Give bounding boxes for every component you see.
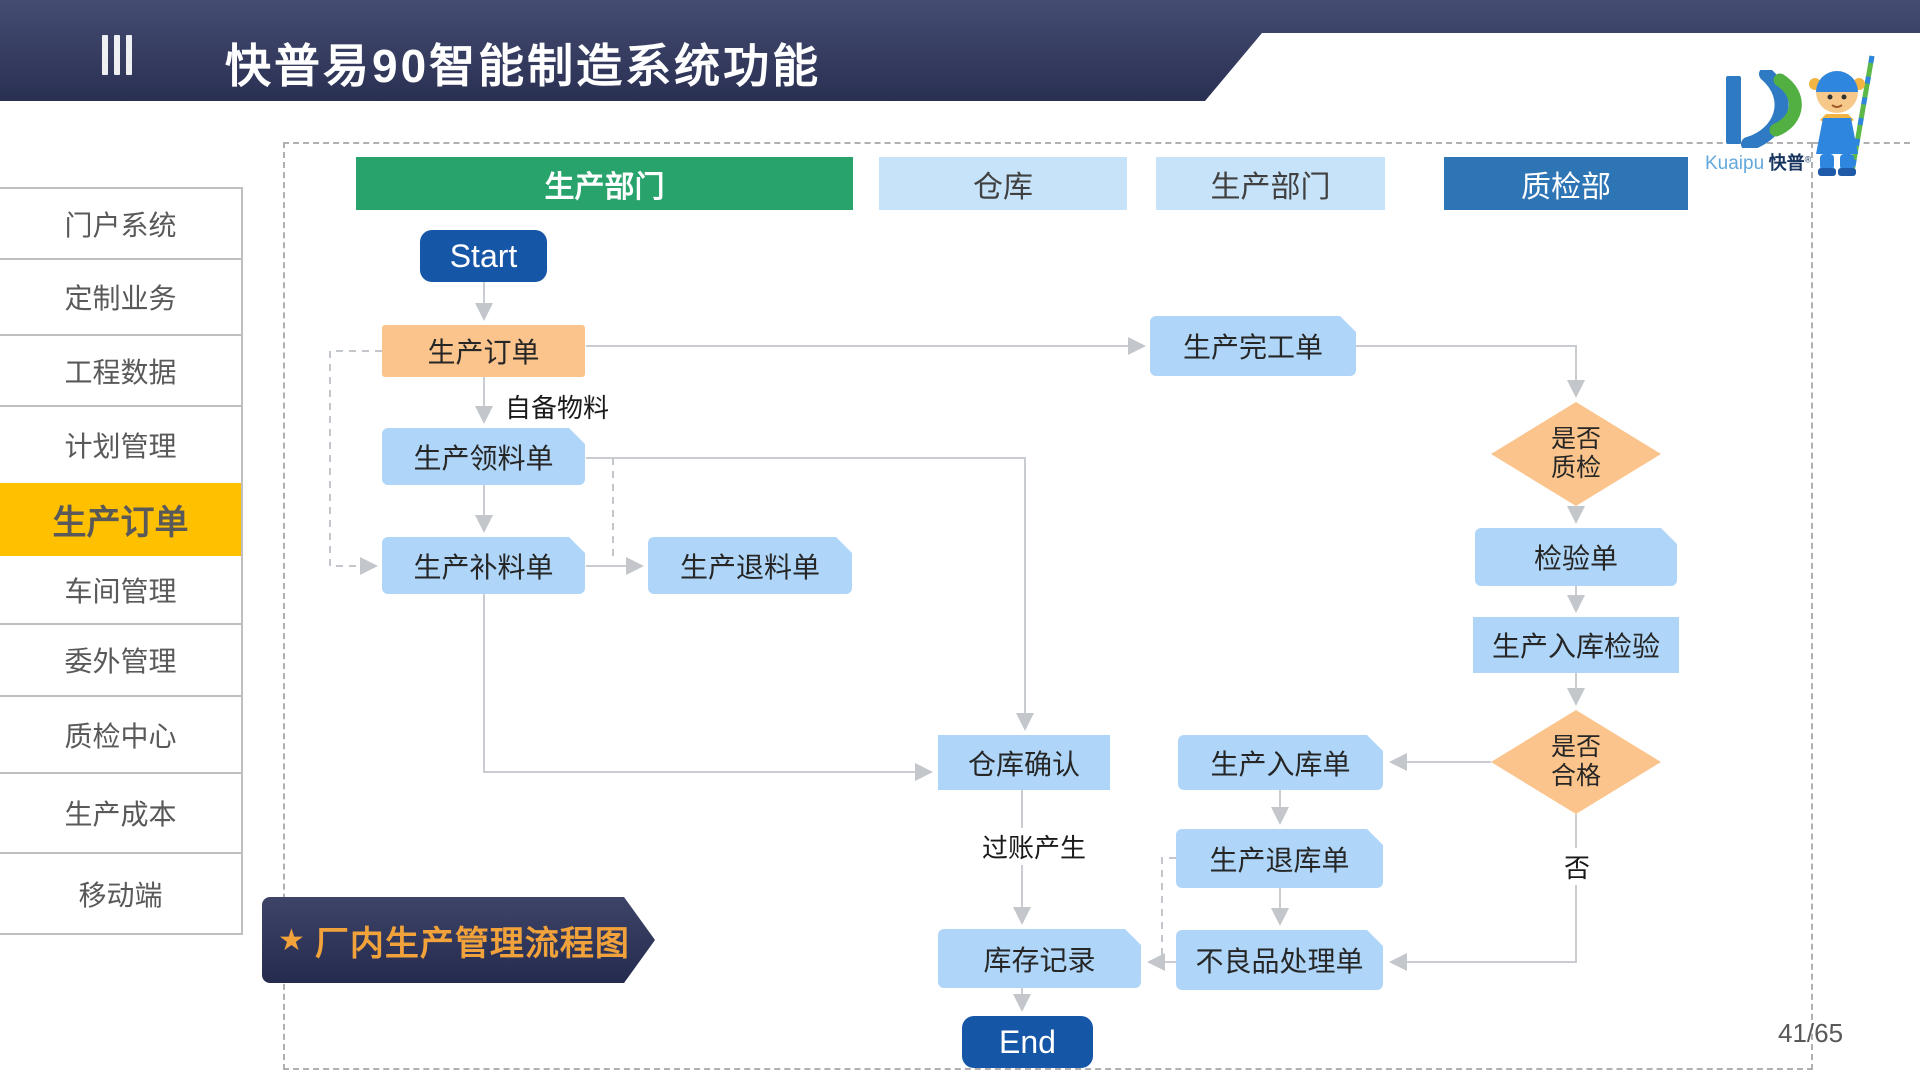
node-inbound-slip: 生产入库单	[1178, 735, 1383, 790]
sidebar-item-planning: 计划管理	[64, 431, 177, 462]
flowchart-border-extension	[1813, 142, 1910, 144]
sidebar-item-portal: 门户系统	[64, 209, 177, 241]
node-completion-slip: 生产完工单	[1150, 316, 1356, 376]
node-refill-slip: 生产补料单	[382, 537, 585, 594]
sidebar-divider	[0, 772, 241, 774]
lane-header-production-2: 生产部门	[1156, 157, 1385, 210]
sidebar-divider	[0, 623, 241, 625]
sidebar-divider	[0, 695, 241, 697]
kp-logo-icon	[1726, 70, 1802, 148]
flowchart-border	[283, 142, 1813, 1070]
node-picking-slip: 生产领料单	[382, 428, 585, 485]
node-production-order: 生产订单	[382, 325, 585, 377]
page-number: 41/65	[1778, 1018, 1844, 1048]
mascot-icon	[1809, 55, 1875, 176]
decision-qualified-line2: 合格	[1550, 762, 1601, 790]
sidebar-item-engineering: 工程数据	[64, 356, 177, 388]
decision-qc-line2: 质检	[1550, 454, 1601, 482]
node-inbound-inspection: 生产入库检验	[1473, 617, 1679, 673]
node-inspection-slip: 检验单	[1475, 528, 1677, 586]
node-warehouse-confirm: 仓库确认	[938, 735, 1110, 790]
caption-banner-label: 厂内生产管理流程图	[314, 924, 630, 963]
edge-label-posting: 过账产生	[978, 828, 1091, 865]
lane-header-warehouse: 仓库	[879, 157, 1127, 210]
node-start: Start	[420, 230, 547, 282]
sidebar-divider	[0, 258, 241, 260]
edge-label-no: 否	[1560, 848, 1595, 885]
node-inventory-record: 库存记录	[938, 929, 1141, 988]
node-end: End	[962, 1016, 1093, 1068]
sidebar-item-workshop: 车间管理	[64, 575, 177, 607]
title-bars-icon	[102, 35, 132, 75]
sidebar-divider	[0, 852, 241, 854]
edge-label-self-material: 自备物料	[505, 393, 610, 423]
lane-header-production-1: 生产部门	[356, 157, 853, 210]
node-material-return-slip: 生产退料单	[648, 537, 852, 594]
sidebar-divider	[0, 405, 241, 407]
node-defect-handling-slip: 不良品处理单	[1176, 930, 1383, 990]
brand-logo: Kuaipu 快普®	[1700, 48, 1890, 178]
brand-name-cn: 快普	[1768, 153, 1805, 173]
brand-name: Kuaipu 快普®	[1705, 149, 1811, 175]
page-title: 快普易90智能制造系统功能	[225, 40, 822, 92]
sidebar-divider	[0, 334, 241, 336]
decision-qc-line1: 是否	[1550, 425, 1601, 454]
sidebar-item-custom: 定制业务	[64, 283, 177, 314]
sidebar-item-outsourcing: 委外管理	[64, 646, 177, 677]
sidebar-divider	[0, 933, 241, 935]
node-inbound-return-slip: 生产退库单	[1176, 829, 1383, 888]
brand-name-en: Kuaipu	[1705, 153, 1765, 174]
brand-reg-mark: ®	[1804, 154, 1812, 165]
sidebar-item-qc-center: 质检中心	[64, 720, 177, 752]
caption-banner: ★ 厂内生产管理流程图	[262, 897, 655, 983]
sidebar-item-production-order-active: 生产订单	[0, 483, 241, 556]
sidebar-right-border	[241, 187, 243, 935]
sidebar-item-production-cost: 生产成本	[64, 799, 177, 830]
lane-header-qc-dept: 质检部	[1444, 157, 1688, 210]
star-icon: ★	[278, 923, 305, 957]
decision-qualified-line1: 是否	[1550, 733, 1601, 762]
sidebar-item-mobile: 移动端	[78, 879, 163, 911]
sidebar-divider	[0, 187, 241, 189]
